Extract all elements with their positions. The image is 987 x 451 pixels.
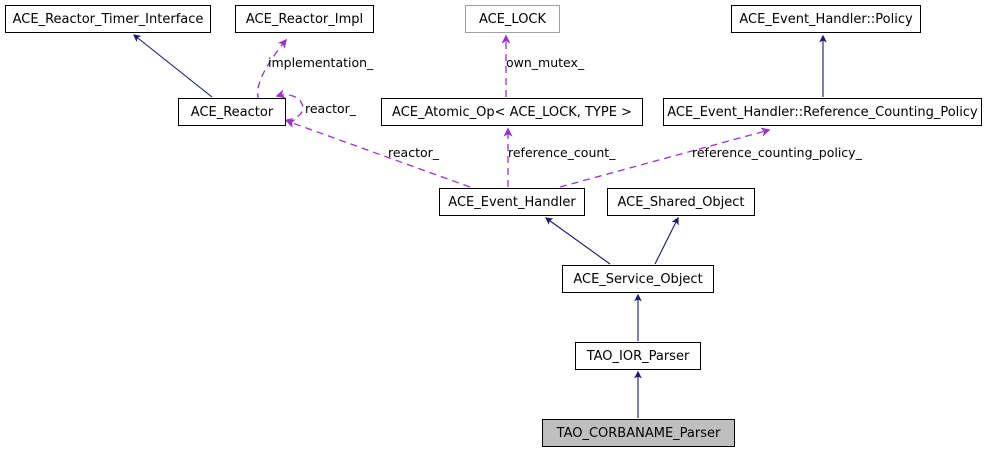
edge-label-reference-counting-policy: reference_counting_policy_ <box>692 145 862 160</box>
edge-event-handler-uses-reference-counting-policy <box>559 127 771 188</box>
edge-reactor-uses-reactor-impl <box>257 38 287 101</box>
class-node-ace-lock[interactable]: ACE_LOCK <box>465 5 560 33</box>
edge-label-reactor-event-handler: reactor_ <box>388 145 440 160</box>
edge-reactor-uses-reactor-self <box>273 89 304 122</box>
edge-label-reactor-self: reactor_ <box>305 101 357 116</box>
edge-service-object-inherits-event-handler <box>544 217 611 265</box>
class-node-label: ACE_Atomic_Op< ACE_LOCK, TYPE > <box>392 104 632 120</box>
class-node-tao-ior-parser[interactable]: TAO_IOR_Parser <box>575 342 701 370</box>
class-node-ace-reactor[interactable]: ACE_Reactor <box>178 98 286 126</box>
edge-label-own-mutex: own_mutex_ <box>506 55 585 70</box>
class-node-label: TAO_IOR_Parser <box>586 348 690 364</box>
edge-service-object-inherits-shared-object <box>654 216 679 265</box>
class-node-label: TAO_CORBANAME_Parser <box>556 425 721 441</box>
edge-reactor-inherits-timer-interface <box>132 34 213 98</box>
class-node-ace-event-handler[interactable]: ACE_Event_Handler <box>439 188 585 216</box>
class-node-ace-atomic-op[interactable]: ACE_Atomic_Op< ACE_LOCK, TYPE > <box>381 98 643 126</box>
class-node-ace-event-handler-policy[interactable]: ACE_Event_Handler::Policy <box>731 5 921 33</box>
class-node-tao-corbaname-parser[interactable]: TAO_CORBANAME_Parser <box>542 419 735 447</box>
class-node-label: ACE_Shared_Object <box>617 194 745 210</box>
class-node-ace-reactor-impl[interactable]: ACE_Reactor_Impl <box>235 5 374 33</box>
class-node-label: ACE_Reactor <box>190 104 274 120</box>
class-node-label: ACE_Reactor_Impl <box>245 11 364 27</box>
class-node-ace-reactor-timer-interface[interactable]: ACE_Reactor_Timer_Interface <box>5 5 211 33</box>
class-node-label: ACE_Reactor_Timer_Interface <box>12 11 204 27</box>
class-node-label: ACE_Event_Handler::Reference_Counting_Po… <box>667 104 978 120</box>
class-node-ace-event-handler-reference-counting-policy[interactable]: ACE_Event_Handler::Reference_Counting_Po… <box>663 98 982 126</box>
edge-label-reference-count: reference_count_ <box>508 145 616 160</box>
class-node-label: ACE_Event_Handler::Policy <box>739 11 913 27</box>
class-node-label: ACE_LOCK <box>478 11 547 27</box>
edge-event-handler-uses-reactor <box>285 119 471 188</box>
class-node-label: ACE_Service_Object <box>573 271 703 287</box>
edge-label-implementation: implementation_ <box>268 55 374 70</box>
class-node-label: ACE_Event_Handler <box>448 194 576 210</box>
class-node-ace-service-object[interactable]: ACE_Service_Object <box>562 265 714 293</box>
class-node-ace-shared-object[interactable]: ACE_Shared_Object <box>607 188 755 216</box>
